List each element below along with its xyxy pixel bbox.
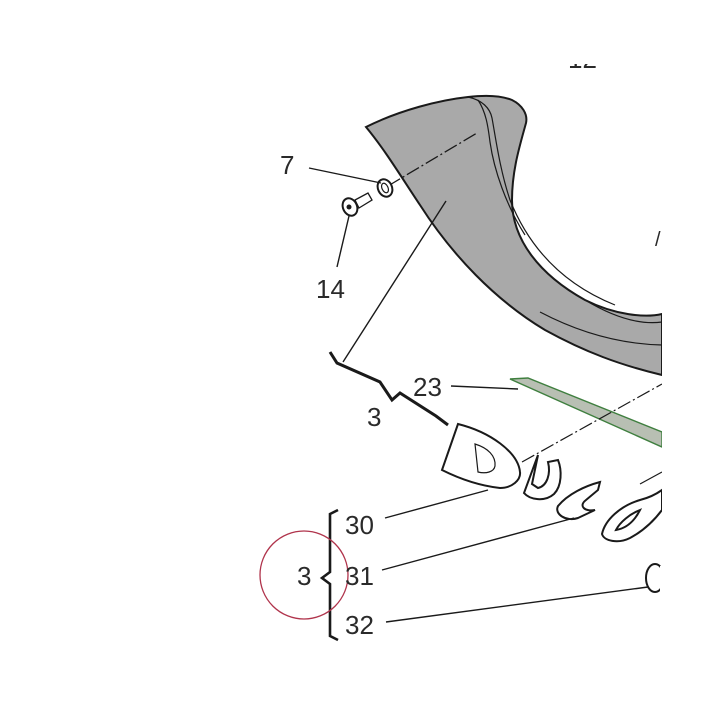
logo-letter-u [522, 454, 562, 501]
callout-3-upper: 3 [367, 402, 381, 432]
fairing-panel: / [364, 94, 663, 377]
decal-strip [509, 377, 663, 449]
group-bracket-upper [328, 351, 449, 427]
highlight-circle [259, 530, 349, 620]
logo-letter-c [556, 480, 602, 520]
callout-32: 32 [345, 610, 374, 640]
callout-14: 14 [316, 274, 345, 304]
callout-3-lower: 3 [297, 561, 311, 591]
logo-decal-pieces [440, 422, 663, 543]
mount-centerline [387, 132, 478, 187]
washer-icon [376, 178, 394, 198]
screw-icon [341, 192, 373, 217]
callout-30: 30 [345, 510, 374, 540]
crop-margin [662, 0, 720, 720]
callout-7: 7 [280, 150, 294, 180]
logo-letter-d [440, 422, 522, 490]
logo-letter-a [600, 488, 663, 543]
group-bracket-lower [319, 508, 339, 642]
leader-lines [308, 167, 649, 623]
edge-tick-mark: / [655, 229, 661, 251]
callout-23: 23 [413, 372, 442, 402]
callout-31: 31 [345, 561, 374, 591]
decal-centerline [521, 383, 663, 463]
